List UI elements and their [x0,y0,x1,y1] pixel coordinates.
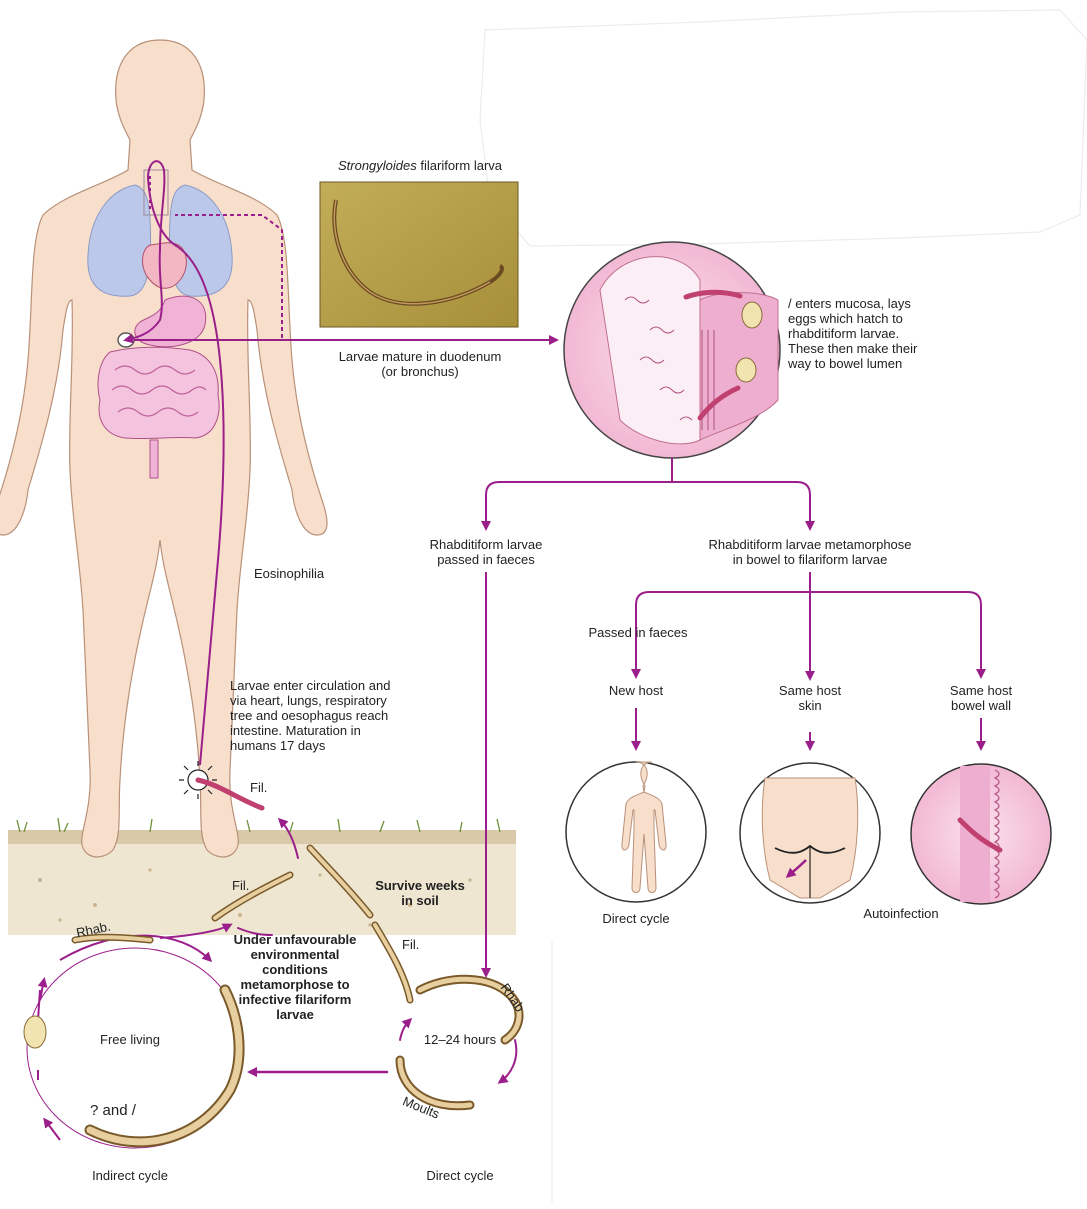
autoinfection-label: Autoinfection [846,906,956,921]
micrograph-title-rest: filariform larva [417,158,502,173]
survive-soil-line1: Survive weeks [370,878,470,893]
new-host-label: New host [586,683,686,698]
rhab-passed-line1: Rhabditiform larvae [396,537,576,552]
unfavourable-line1: Under unfavourable [230,932,360,947]
same-host-bowel-label: Same host bowel wall [931,683,1031,713]
circulation-line1: Larvae enter circulation and [230,678,390,693]
circulation-line5: humans 17 days [230,738,390,753]
rhab-metamorphose-line2: in bowel to filariform larvae [680,552,940,567]
same-host-skin-line1: Same host [760,683,860,698]
unfavourable-line6: larvae [230,1007,360,1022]
mucosa-label-line3: rhabditiform larvae. [788,326,917,341]
mucosa-label-line4: These then make their [788,341,917,356]
same-host-bowel-circle [911,764,1051,904]
unfavourable-label: Under unfavourable environmental conditi… [230,932,360,1022]
unfavourable-line5: infective filariform [230,992,360,1007]
paper-edge-outline [480,10,1087,246]
duodenum-label: Larvae mature in duodenum (or bronchus) [310,349,530,379]
circulation-label: Larvae enter circulation and via heart, … [230,678,390,753]
unfavourable-line4: metamorphose to [230,977,360,992]
same-host-skin-label: Same host skin [760,683,860,713]
circulation-line3: tree and oesophagus reach [230,708,390,723]
survive-soil-label: Survive weeks in soil [370,878,470,908]
mucosa-label-line5: way to bowel lumen [788,356,917,371]
rhab-metamorphose-label: Rhabditiform larvae metamorphose in bowe… [680,537,940,567]
fil-left-label: Fil. [232,878,249,893]
fil-skin-label: Fil. [250,780,267,795]
circulation-line2: via heart, lungs, respiratory [230,693,390,708]
duodenum-label-line2: (or bronchus) [310,364,530,379]
micrograph-title-italic: Strongyloides [338,158,417,173]
same-host-skin-line2: skin [760,698,860,713]
branch-arrows [486,458,981,975]
rhab-passed-line2: passed in faeces [396,552,576,567]
larva-micrograph [320,182,518,327]
rhab-metamorphose-line1: Rhabditiform larvae metamorphose [680,537,940,552]
unfavourable-line2: environmental [230,947,360,962]
mucosa-tissue-circle [564,242,780,458]
rhab-passed-label: Rhabditiform larvae passed in faeces [396,537,576,567]
indirect-cycle-label: Indirect cycle [70,1168,190,1183]
passed-in-faeces-label: Passed in faeces [578,625,698,640]
sexes-label: ? and / [90,1103,136,1118]
unfavourable-line3: conditions [230,962,360,977]
intestines [98,347,219,438]
mucosa-label-line2: eggs which hatch to [788,311,917,326]
same-host-bowel-line1: Same host [931,683,1031,698]
mucosa-label-line1: / enters mucosa, lays [788,296,917,311]
same-host-bowel-line2: bowel wall [931,698,1031,713]
circulation-line4: intestine. Maturation in [230,723,390,738]
eosinophilia-label: Eosinophilia [254,566,324,581]
colon [150,440,158,478]
same-host-skin-circle [740,763,880,903]
micrograph-title: Strongyloides filariform larva [320,158,520,173]
new-host-circle [566,762,706,902]
duodenum-label-line1: Larvae mature in duodenum [310,349,530,364]
free-living-label: Free living [80,1032,180,1047]
fil-right-label: Fil. [402,937,419,952]
mucosa-label: / enters mucosa, lays eggs which hatch t… [788,296,917,371]
direct-cycle-right-label: Direct cycle [586,911,686,926]
hours-label: 12–24 hours [410,1032,510,1047]
survive-soil-line2: in soil [370,893,470,908]
direct-cycle-bottom-label: Direct cycle [400,1168,520,1183]
